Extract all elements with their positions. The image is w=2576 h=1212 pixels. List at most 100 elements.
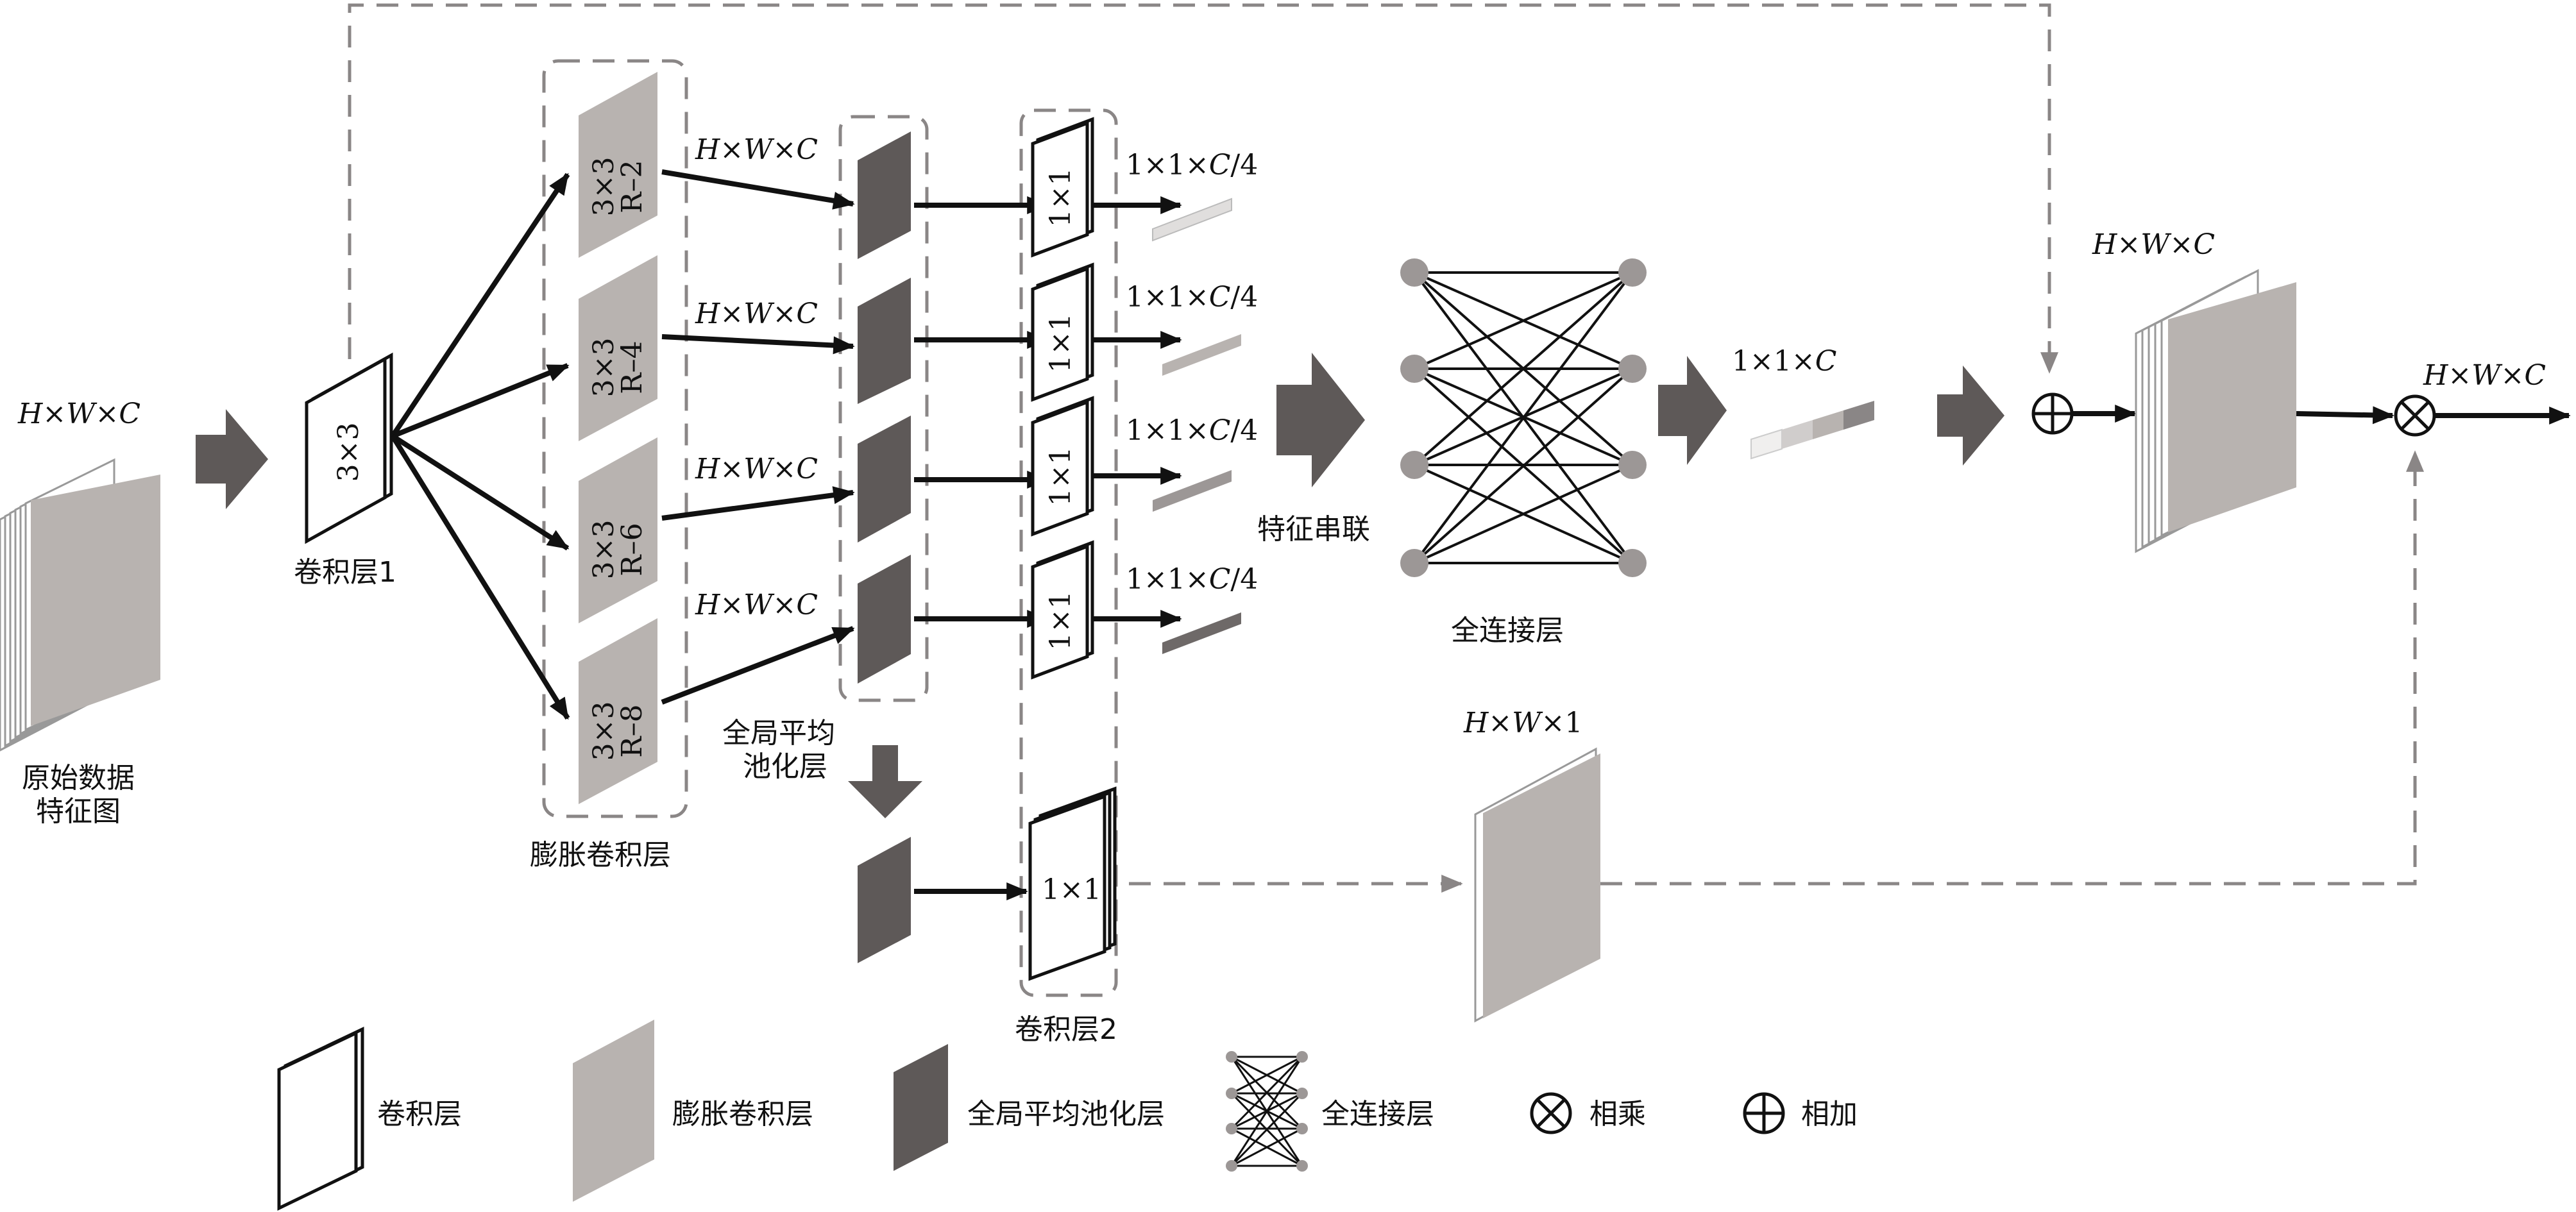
branch-4-dims: H×W×C	[695, 589, 818, 621]
dilated-1-rate: R–2	[616, 160, 648, 213]
fc-edge	[1414, 271, 1633, 370]
legend-add-icon	[1743, 1092, 1785, 1134]
concat-caption: 特征串联	[1257, 513, 1370, 546]
input-dims-label: H×W×C	[17, 398, 140, 430]
stack-to-multiply-arrow	[2296, 406, 2394, 425]
fc-node	[1618, 258, 1647, 287]
fc-node	[1400, 549, 1428, 577]
big-arrow-down	[848, 745, 922, 818]
fc-node	[1400, 258, 1428, 287]
legend-conv-icon	[277, 1027, 364, 1211]
gap-blocks	[858, 131, 911, 963]
legend-fc-label: 全连接层	[1321, 1098, 1434, 1131]
gap-caption-line1: 全局平均	[722, 717, 835, 750]
legend-fc-node	[1226, 1160, 1237, 1172]
output-dims: H×W×C	[2423, 359, 2546, 392]
spatial-path-dashed	[1129, 450, 2424, 893]
fc-edge	[1413, 271, 1634, 564]
stack-dims: H×W×C	[2092, 228, 2215, 261]
legend-fc-edge	[1231, 1127, 1303, 1167]
add-symbol	[2031, 392, 2074, 435]
branch-2-dims: H×W×C	[695, 298, 818, 330]
legend-fc-edge	[1230, 1056, 1303, 1130]
fc-node	[1400, 355, 1428, 383]
branch-3-dims: H×W×C	[695, 453, 818, 485]
fc-node	[1618, 451, 1647, 479]
reduced-dims-1: 1×1×C/4	[1126, 149, 1258, 181]
legend-fc-edge	[1231, 1056, 1303, 1095]
legend-gap-label: 全局平均池化层	[967, 1098, 1165, 1131]
fc-node	[1618, 355, 1647, 383]
legend-fc-nodes	[1226, 1051, 1308, 1172]
dilated-caption: 膨胀卷积层	[530, 839, 671, 871]
fc-output-dims: 1×1×C	[1732, 345, 1836, 378]
legend-fc-edge	[1230, 1092, 1303, 1167]
reduced-dims-4: 1×1×C/4	[1126, 563, 1258, 596]
big-arrow-fc	[1658, 356, 1727, 465]
input-caption-line2: 特征图	[36, 795, 121, 828]
legend-fc-node	[1226, 1051, 1237, 1063]
gap-caption-line2: 池化层	[743, 750, 827, 783]
gap-group-box	[838, 115, 929, 702]
fc-node	[1400, 451, 1428, 479]
legend-fc-node	[1296, 1088, 1308, 1099]
conv1x1-block-2	[1031, 262, 1094, 402]
big-arrow-input	[196, 409, 268, 509]
conv1x1-2-label: 1×1	[1044, 314, 1077, 373]
legend-fc-node	[1296, 1051, 1308, 1063]
fc-node	[1618, 549, 1647, 577]
dilated-3-rate: R–6	[616, 523, 648, 576]
conv1-caption: 卷积层1	[294, 556, 396, 589]
conv1-block	[305, 352, 393, 544]
legend-fc-node	[1226, 1123, 1237, 1134]
big-arrow-concat	[1276, 353, 1365, 487]
conv1x1-4-label: 1×1	[1044, 591, 1077, 651]
fc-edge	[1413, 367, 1634, 564]
dilated-2-kernel: 3×3	[588, 338, 620, 398]
dilated-4-rate: R–8	[616, 704, 648, 757]
input-caption-line1: 原始数据	[22, 762, 135, 795]
gap-to-conv-arrows	[914, 196, 1049, 900]
conv1x1-block-3	[1031, 396, 1094, 537]
legend-dilated-icon	[573, 1020, 654, 1202]
skip-connection-top	[348, 3, 2058, 374]
reduced-vectors	[1152, 198, 1241, 654]
legend-conv-label: 卷积层	[377, 1098, 462, 1131]
multiply-symbol	[2394, 394, 2436, 437]
dilated-block-4	[579, 618, 657, 804]
spatial-map	[1474, 747, 1600, 1023]
dilated-group-box	[542, 59, 688, 818]
conv1x1-3-label: 1×1	[1044, 447, 1077, 507]
big-arrow-add	[1937, 366, 2004, 466]
legend-fc-edge	[1230, 1056, 1303, 1166]
gap-block-lower	[858, 837, 911, 963]
dilated-3-kernel: 3×3	[588, 520, 620, 580]
conv-to-vector-arrows	[1094, 196, 1182, 628]
dilated-to-gap-arrows	[661, 169, 855, 705]
legend-dilated-label: 膨胀卷积层	[672, 1098, 813, 1131]
legend-multiply-label: 相乘	[1589, 1098, 1646, 1131]
legend-fc-icon	[1226, 1051, 1308, 1172]
legend-fc-node	[1296, 1160, 1308, 1172]
conv1-kernel-label: 3×3	[332, 423, 365, 482]
conv1x1-block-4	[1031, 540, 1094, 680]
fc-caption: 全连接层	[1451, 614, 1564, 647]
reduced-dims-3: 1×1×C/4	[1126, 414, 1258, 447]
spatial-map-dims: H×W×1	[1463, 707, 1582, 739]
legend-gap-icon	[894, 1044, 948, 1171]
fc-output-vector	[1750, 401, 1874, 460]
conv1x1-1-label: 1×1	[1044, 168, 1077, 228]
dilated-block-2	[579, 255, 657, 441]
conv1-to-dilated-arrows	[390, 173, 570, 720]
fc-edge	[1413, 271, 1634, 466]
legend-add-label: 相加	[1801, 1098, 1858, 1131]
reduced-dims-2: 1×1×C/4	[1126, 281, 1258, 314]
dilated-2-rate: R–4	[616, 341, 648, 394]
dilated-block-1	[579, 72, 657, 258]
conv2-kernel-label: 1×1	[1042, 873, 1101, 906]
fc-edge	[1414, 464, 1633, 564]
legend-fc-edges	[1230, 1056, 1303, 1167]
input-feature-stack	[0, 458, 160, 752]
conv1x1-block-1	[1031, 117, 1094, 258]
